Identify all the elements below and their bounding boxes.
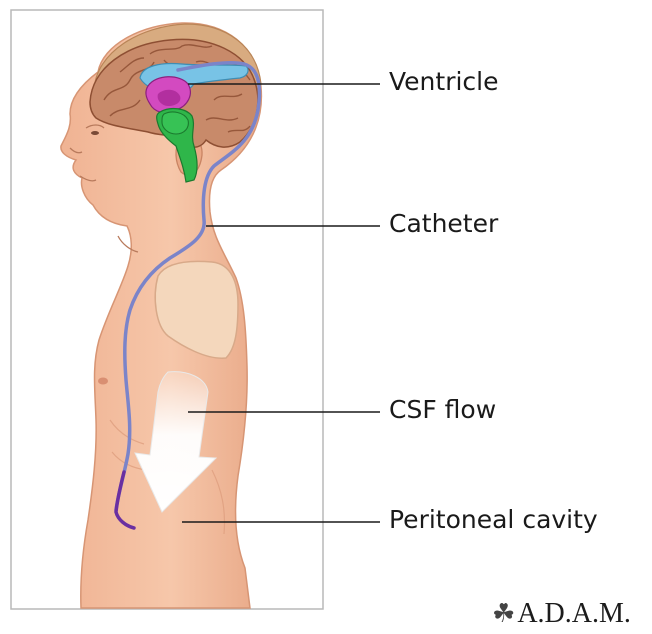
adam-logo: ☘A.D.A.M. xyxy=(492,600,642,634)
leaf-icon: ☘ xyxy=(492,599,515,628)
logo-text: A.D.A.M. xyxy=(517,598,631,629)
eye xyxy=(91,131,99,135)
label-catheter: Catheter xyxy=(389,211,498,236)
nipple xyxy=(98,378,108,385)
label-csf-flow: CSF flow xyxy=(389,397,496,422)
cerebellum xyxy=(162,112,188,134)
label-ventricle: Ventricle xyxy=(389,69,499,94)
label-peritoneal-cavity: Peritoneal cavity xyxy=(389,507,598,532)
